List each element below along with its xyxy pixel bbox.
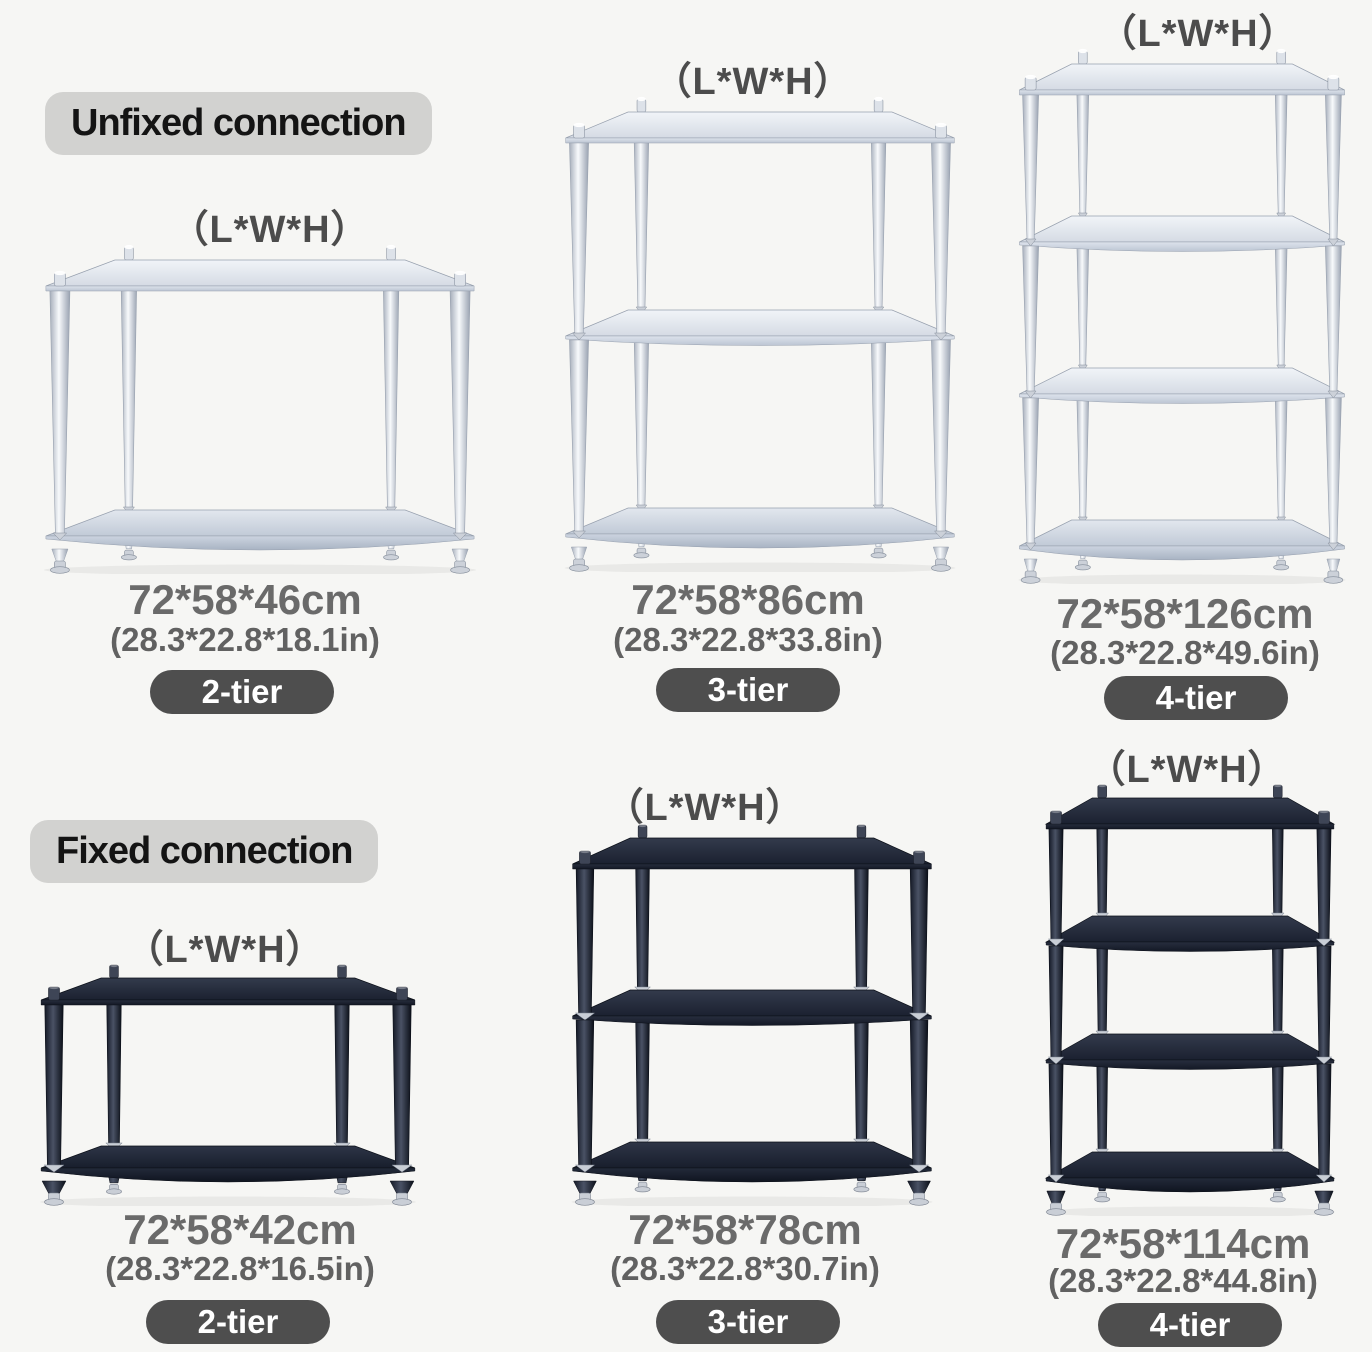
tier-badge-2-tier: 2-tier bbox=[150, 670, 334, 714]
dims-format-label: （L*W*H） bbox=[1087, 749, 1287, 791]
size-in-label: (28.3*22.8*16.5in) bbox=[105, 1250, 375, 1287]
size-in-label: (28.3*22.8*44.8in) bbox=[1048, 1262, 1318, 1299]
tier-badge-4-tier: 4-tier bbox=[1098, 1303, 1282, 1347]
size-cm-label: 72*58*86cm bbox=[631, 576, 865, 623]
dims-format-label: （L*W*H） bbox=[653, 61, 853, 103]
size-in-label: (28.3*22.8*30.7in) bbox=[610, 1250, 880, 1287]
dims-format-label: （L*W*H） bbox=[125, 929, 325, 971]
tier-badge-3-tier: 3-tier bbox=[656, 668, 840, 712]
dims-format-label: （L*W*H） bbox=[170, 209, 370, 251]
silver-3-tier-rack-image bbox=[552, 94, 968, 572]
dims-format-label: （L*W*H） bbox=[1098, 13, 1298, 55]
section-badge-fixed-connection: Fixed connection bbox=[30, 820, 379, 883]
tier-badge-2-tier: 2-tier bbox=[146, 1300, 330, 1344]
size-cm-label: 72*58*42cm bbox=[123, 1206, 357, 1253]
section-badge-unfixed-connection: Unfixed connection bbox=[45, 92, 432, 155]
tier-badge-4-tier: 4-tier bbox=[1104, 676, 1288, 720]
size-cm-label: 72*58*46cm bbox=[128, 576, 362, 623]
black-2-tier-rack-image bbox=[28, 960, 428, 1206]
size-in-label: (28.3*22.8*33.8in) bbox=[613, 621, 883, 658]
size-in-label: (28.3*22.8*18.1in) bbox=[110, 621, 380, 658]
size-in-label: (28.3*22.8*49.6in) bbox=[1050, 634, 1320, 671]
black-4-tier-rack-image bbox=[1036, 780, 1344, 1216]
silver-2-tier-rack-image bbox=[30, 242, 490, 574]
size-cm-label: 72*58*114cm bbox=[1055, 1220, 1311, 1267]
silver-4-tier-rack-image bbox=[1008, 46, 1356, 584]
tier-badge-3-tier: 3-tier bbox=[656, 1300, 840, 1344]
size-cm-label: 72*58*78cm bbox=[628, 1206, 862, 1253]
dims-format-label: （L*W*H） bbox=[605, 787, 805, 829]
size-cm-label: 72*58*126cm bbox=[1056, 590, 1314, 637]
black-3-tier-rack-image bbox=[560, 820, 944, 1206]
